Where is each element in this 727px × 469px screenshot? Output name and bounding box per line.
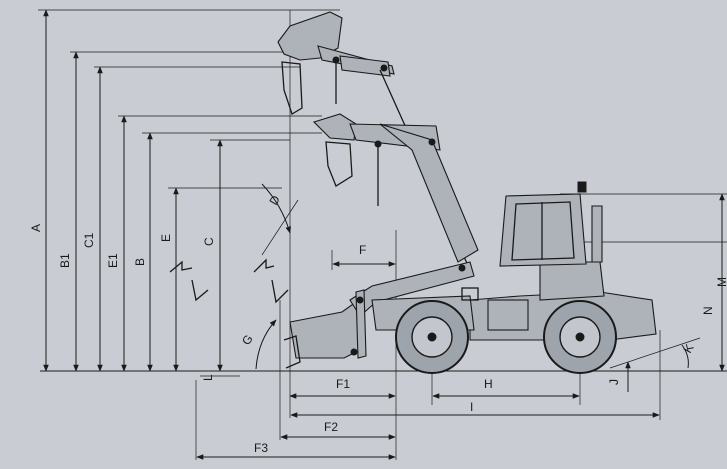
front-wheel [395, 300, 469, 374]
label-C: C [202, 237, 216, 246]
height-extension-lines [38, 9, 727, 243]
label-E: E [159, 234, 173, 242]
label-E1: E1 [106, 253, 120, 268]
label-I: I [470, 400, 473, 414]
label-H: H [484, 377, 493, 391]
label-F2: F2 [324, 420, 338, 434]
label-G: G [239, 332, 256, 348]
label-F1: F1 [336, 377, 350, 391]
exhaust-stack [591, 205, 603, 263]
bucket-edge-markers [169, 258, 289, 304]
label-J: J [607, 379, 621, 385]
label-B: B [133, 258, 147, 266]
dump-angle-arc-D [261, 183, 291, 234]
label-F: F [359, 243, 366, 257]
label-B1: B1 [58, 253, 72, 268]
label-F3: F3 [254, 441, 268, 455]
label-A: A [29, 224, 43, 232]
label-K: K [680, 342, 696, 356]
loader-machine [277, 11, 657, 374]
rollback-angle-arc-G [255, 319, 277, 370]
label-N: N [701, 306, 715, 315]
boom-lowered [283, 261, 475, 369]
label-C1: C1 [82, 232, 96, 248]
label-D: D [266, 193, 283, 208]
height-dimension-lines [43, 9, 725, 372]
rear-wheel [543, 300, 617, 374]
length-extension-lines [195, 10, 661, 460]
boom-mid-raised [312, 113, 479, 263]
operator-cab [499, 181, 587, 267]
label-M: M [715, 277, 727, 287]
departure-angle-arc-K [681, 344, 689, 369]
label-L: L [201, 374, 215, 381]
